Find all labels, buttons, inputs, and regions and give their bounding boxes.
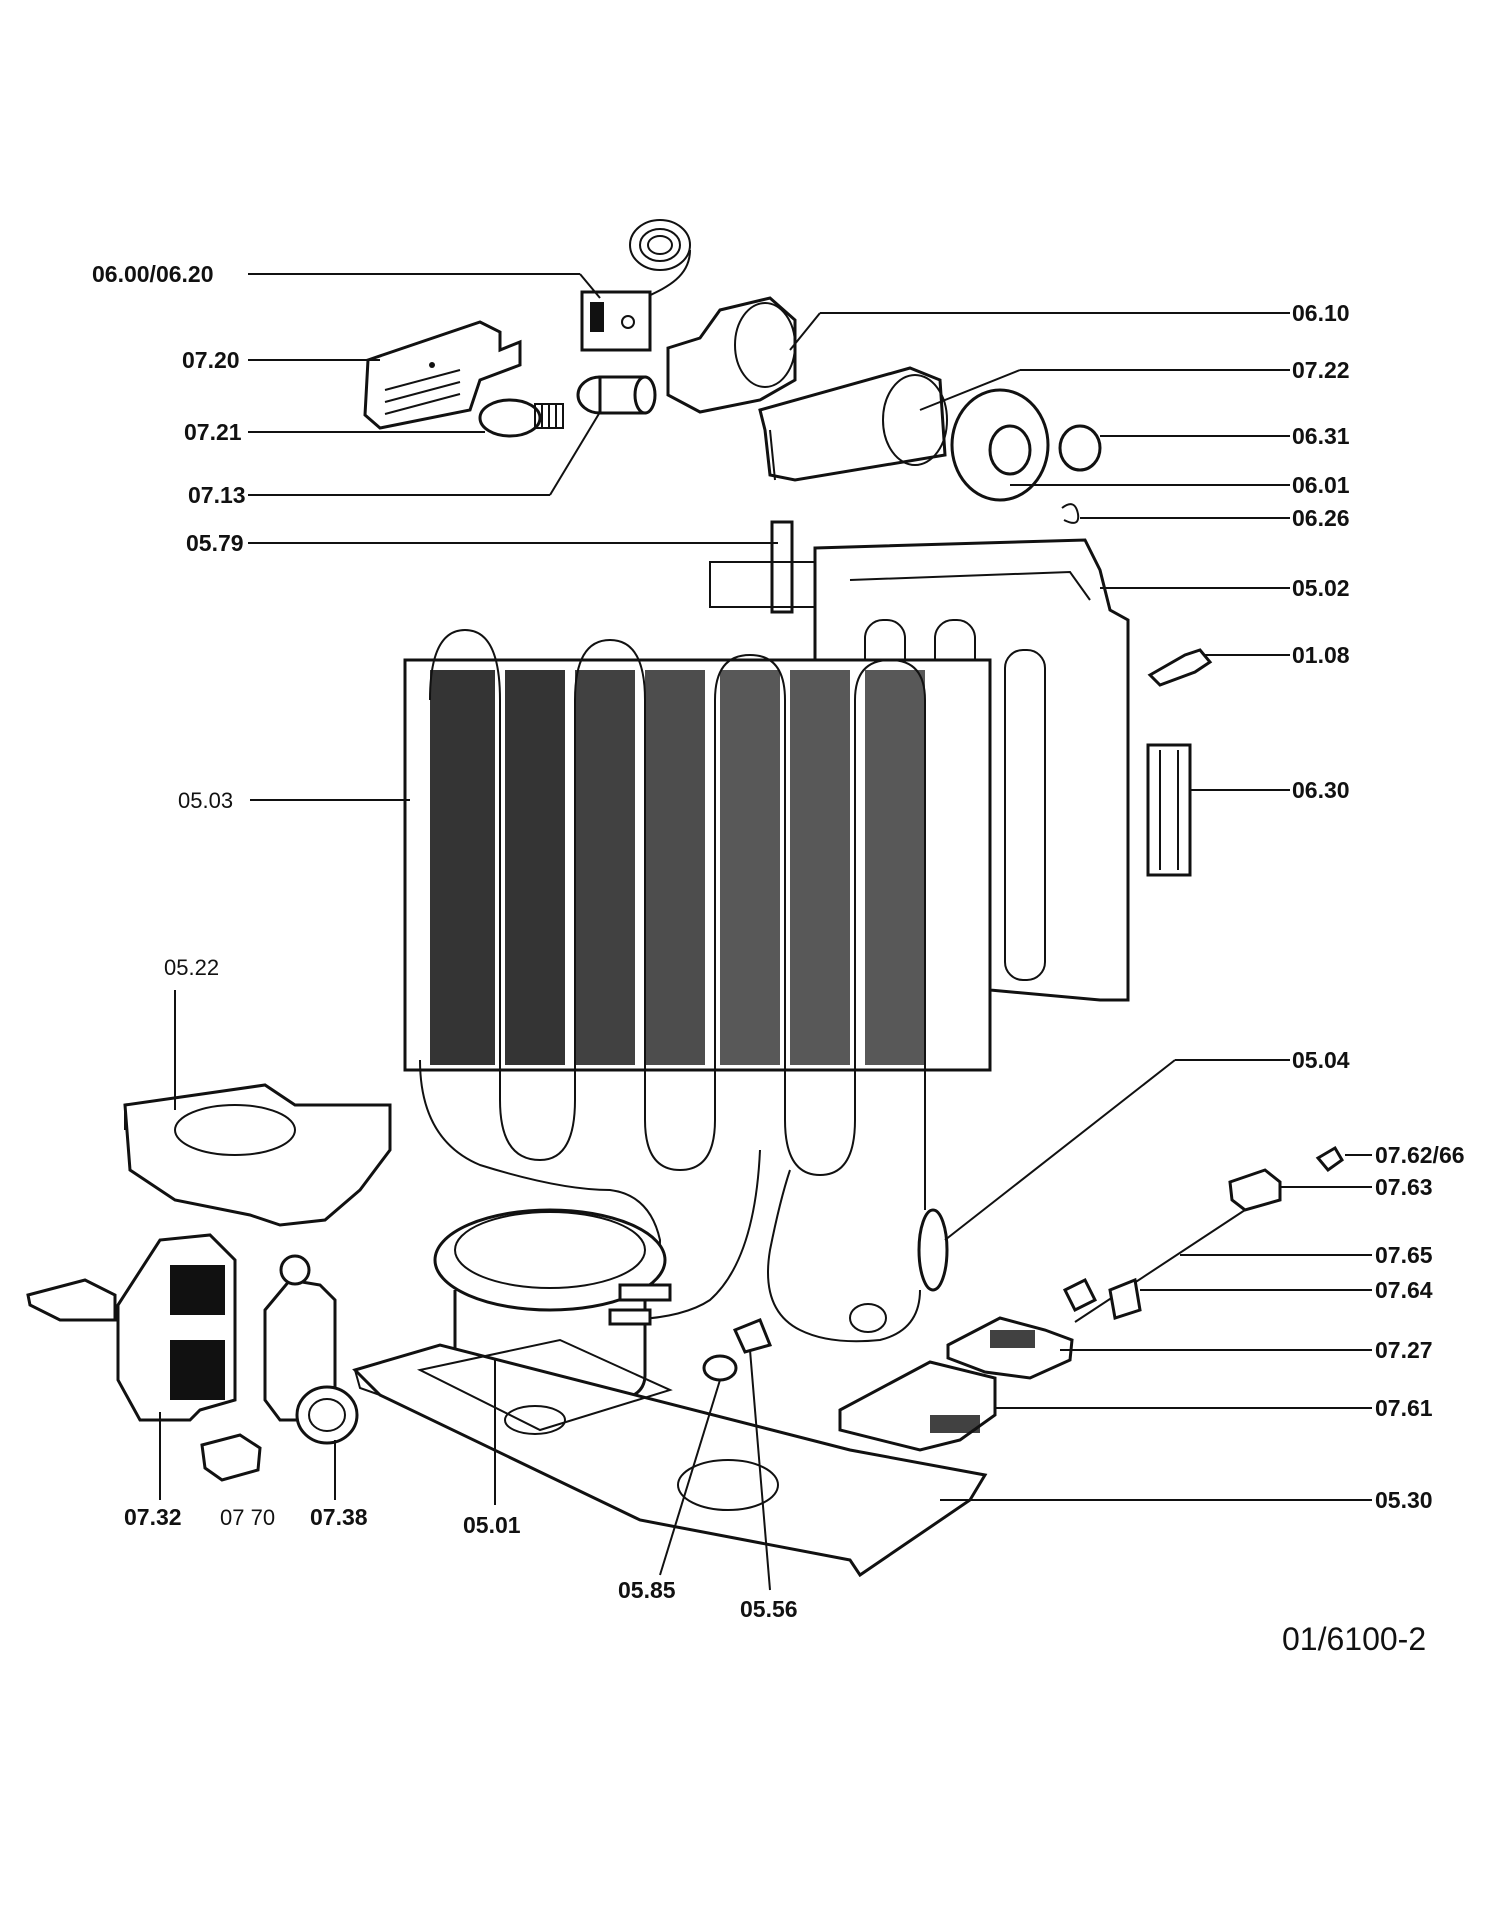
terminal-box-part [838, 1360, 997, 1452]
drip-tray-part [123, 1083, 392, 1227]
label-05-01: 05.01 [463, 1512, 521, 1538]
label-07-61: 07.61 [1375, 1395, 1433, 1421]
label-06-26: 06.26 [1292, 505, 1350, 531]
screw-part [1147, 648, 1213, 687]
label-07-21: 07.21 [184, 419, 242, 445]
label-07-22: 07.22 [1292, 357, 1350, 383]
label-07-64: 07.64 [1375, 1277, 1433, 1303]
door-switch-part [946, 1316, 1074, 1380]
label-05-30: 05.30 [1375, 1487, 1433, 1513]
label-05-56: 05.56 [740, 1596, 798, 1622]
leader-lines [159, 273, 1372, 1591]
knob-part [1058, 424, 1102, 472]
label-05-22: 05.22 [164, 955, 219, 980]
label-05-79: 05.79 [186, 530, 244, 556]
label-05-02: 05.02 [1292, 575, 1350, 601]
knob-base-part [950, 388, 1050, 502]
lamp-socket-part [576, 375, 657, 415]
label-07-65: 07.65 [1375, 1242, 1433, 1268]
label-07-13: 07.13 [188, 482, 246, 508]
small-clip-part [732, 1318, 773, 1354]
condenser-part [403, 628, 992, 1177]
strip-part [1146, 743, 1192, 877]
relay-housing-part [26, 1233, 237, 1422]
label-07-70: 07 70 [220, 1505, 275, 1530]
clip-part [1061, 503, 1080, 524]
base-plate-part [352, 1338, 988, 1578]
start-relay-part [263, 1254, 359, 1445]
drier-part [917, 1160, 949, 1292]
label-07-62-66: 07.62/66 [1375, 1142, 1465, 1168]
thermostat-housing-part [666, 296, 797, 414]
lamp-bulb-part [478, 398, 564, 438]
relay-clip-part [200, 1433, 262, 1482]
grommet-part [702, 1354, 738, 1382]
thermostat-capillary-coil [629, 219, 691, 301]
label-05-03: 05.03 [178, 788, 233, 813]
thermostat-part [580, 290, 652, 352]
label-07-32: 07.32 [124, 1504, 182, 1530]
label-05-85: 05.85 [618, 1577, 676, 1603]
label-07-27: 07.27 [1375, 1337, 1433, 1363]
label-01-08: 01.08 [1292, 642, 1350, 668]
label-06-01: 06.01 [1292, 472, 1350, 498]
label-07-20: 07.20 [182, 347, 240, 373]
label-07-38: 07.38 [310, 1504, 368, 1530]
label-06-00-06-20: 06.00/06.20 [92, 261, 214, 287]
push-rod-part [1074, 1209, 1246, 1323]
label-06-31: 06.31 [1292, 423, 1350, 449]
lamp-cover-part [363, 320, 522, 430]
rod-bracket-part [1062, 1277, 1142, 1320]
light-channel-part [758, 366, 948, 482]
label-06-10: 06.10 [1292, 300, 1350, 326]
label-07-63: 07.63 [1375, 1174, 1433, 1200]
label-06-30: 06.30 [1292, 777, 1350, 803]
drawing-number: 01/6100-2 [1282, 1621, 1426, 1657]
evaporator-bracket-part [709, 520, 826, 614]
label-05-04: 05.04 [1292, 1047, 1350, 1073]
switch-bracket-part [1228, 1145, 1344, 1212]
